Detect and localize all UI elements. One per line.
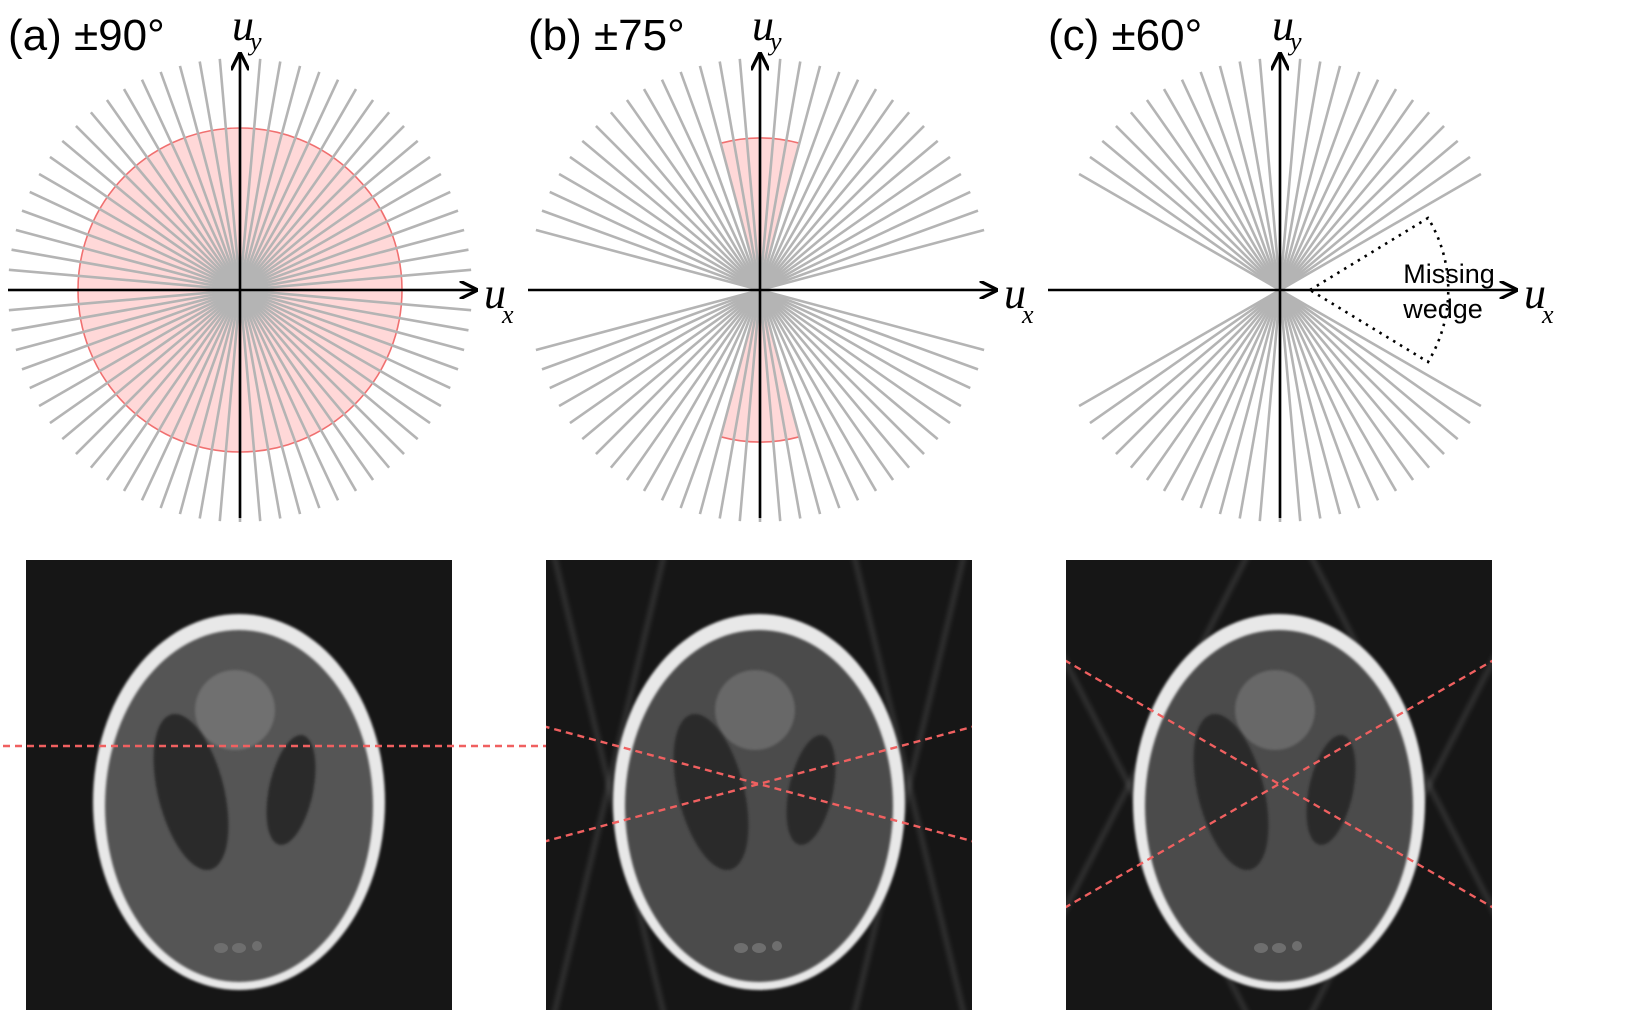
axes-c xyxy=(1048,54,1516,518)
phantom-small-feature xyxy=(252,941,262,951)
y-axis-label-a: uy xyxy=(232,1,262,56)
x-axis-sub-c: x xyxy=(1541,300,1554,329)
phantom-right-ventricle xyxy=(1306,735,1356,845)
y-axis-main-a: u xyxy=(232,1,254,50)
x-axis-main-c: u xyxy=(1524,269,1546,318)
phantom-small-feature xyxy=(1292,941,1302,951)
reconstruction-a xyxy=(0,560,559,1010)
phantom-small-feature xyxy=(1254,943,1268,953)
streak-artifact xyxy=(852,560,966,1010)
phantom-small-feature xyxy=(1272,943,1286,953)
panel-c: Missing wedge (c) ±60° uy ux xyxy=(1048,1,1554,522)
reconstruction-c xyxy=(1066,560,1492,1010)
panel-b: (b) ±75° uy ux xyxy=(528,1,1034,522)
phantom-small-feature xyxy=(232,943,246,953)
y-axis-sub-a: y xyxy=(247,27,262,56)
phantom-small-feature xyxy=(734,943,748,953)
phantom-upper-region xyxy=(1235,670,1315,750)
y-axis-sub-c: y xyxy=(1287,27,1302,56)
phantom-left-ventricle xyxy=(673,713,749,871)
missing-wedge-label-line1: Missing xyxy=(1403,259,1495,289)
x-axis-sub-b: x xyxy=(1021,300,1034,329)
missing-wedge-label-line2: wedge xyxy=(1402,294,1483,324)
x-axis-label-c: ux xyxy=(1524,269,1554,329)
panel-label-c: (c) ±60° xyxy=(1048,11,1202,60)
y-axis-main-b: u xyxy=(752,1,774,50)
phantom-small-feature xyxy=(772,941,782,951)
x-axis-label-b: ux xyxy=(1004,269,1034,329)
artifact-direction-line xyxy=(1066,659,1492,909)
phantom-small-feature xyxy=(214,943,228,953)
panel-label-a: (a) ±90° xyxy=(8,11,165,60)
phantom-small-feature xyxy=(752,943,766,953)
y-axis-label-b: uy xyxy=(752,1,782,56)
phantom-left-ventricle xyxy=(153,713,229,871)
y-axis-label-c: uy xyxy=(1272,1,1302,56)
axes-a xyxy=(8,54,476,518)
phantom-left-ventricle xyxy=(1193,713,1269,871)
artifact-direction-line xyxy=(546,725,972,843)
phantom-upper-region xyxy=(715,670,795,750)
panel-a: (a) ±90° uy ux xyxy=(8,1,514,522)
streak-artifact xyxy=(552,560,666,1010)
streak-artifact xyxy=(1309,560,1492,914)
phantom-right-ventricle xyxy=(266,735,316,845)
y-axis-sub-b: y xyxy=(767,27,782,56)
x-axis-main-b: u xyxy=(1004,269,1026,318)
panel-label-b: (b) ±75° xyxy=(528,11,685,60)
x-axis-label-a: ux xyxy=(484,269,514,329)
artifact-direction-line xyxy=(546,725,972,843)
phantom-upper-region xyxy=(195,670,275,750)
x-axis-main-a: u xyxy=(484,269,506,318)
axes-b xyxy=(528,54,996,518)
x-axis-sub-a: x xyxy=(501,300,514,329)
artifact-direction-line xyxy=(1066,659,1492,909)
y-axis-main-c: u xyxy=(1272,1,1294,50)
phantom-right-ventricle xyxy=(786,735,836,845)
reconstruction-b xyxy=(546,560,972,1010)
